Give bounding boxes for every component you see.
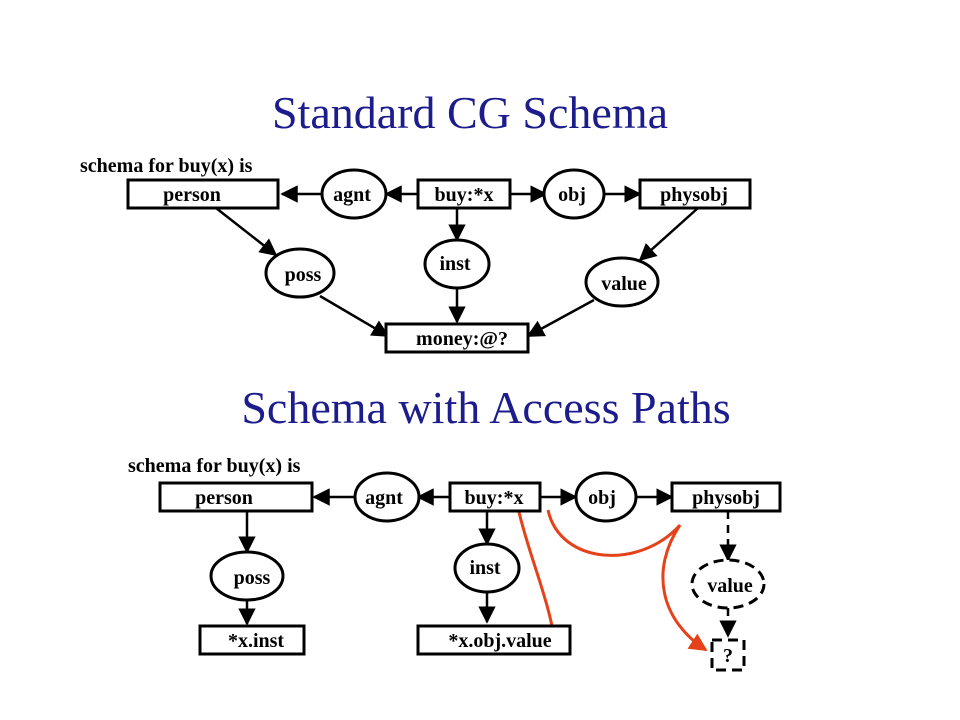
svg-text:buy:*x: buy:*x (435, 184, 494, 206)
svg-text:*x.obj.value: *x.obj.value (448, 630, 551, 652)
access-path-buy-to-unknown (546, 509, 708, 652)
svg-text:inst: inst (469, 557, 500, 579)
diagram2-title: Schema with Access Paths (241, 382, 730, 433)
concept-person-2: person (158, 481, 314, 513)
svg-text:buy:*x: buy:*x (465, 487, 524, 509)
svg-text:value: value (707, 575, 753, 597)
diagram1-caption: schema for buy(x) is (80, 155, 253, 177)
relation-value-2: value (690, 558, 766, 610)
relation-inst-2: inst (453, 542, 521, 594)
relation-value: value (584, 256, 660, 308)
concept-physobj: physobj (638, 178, 752, 210)
svg-text:person: person (195, 487, 253, 509)
relation-poss-2: poss (209, 550, 285, 602)
concept-buy: buy:*x (416, 178, 512, 210)
concept-person: person (126, 178, 280, 210)
svg-text:money:@?: money:@? (416, 328, 508, 350)
svg-text:poss: poss (285, 264, 322, 286)
concept-xobjvalue: *x.obj.value (416, 624, 572, 656)
concept-buy-2: buy:*x (448, 481, 542, 513)
svg-text:inst: inst (439, 253, 470, 275)
svg-text:*x.inst: *x.inst (228, 630, 284, 652)
relation-obj: obj (542, 168, 606, 220)
svg-text:?: ? (723, 645, 733, 667)
svg-text:poss: poss (234, 567, 271, 589)
svg-text:obj: obj (558, 184, 586, 206)
edge-poss-to-money (319, 294, 390, 338)
svg-text:value: value (601, 273, 647, 295)
relation-obj-2: obj (574, 471, 638, 523)
svg-text:physobj: physobj (692, 487, 760, 509)
concept-money: money:@? (384, 322, 530, 354)
relation-agnt: agnt (320, 168, 388, 220)
diagram1-title: Standard CG Schema (272, 87, 668, 138)
concept-xinst: *x.inst (198, 624, 306, 656)
svg-text:physobj: physobj (660, 184, 728, 206)
relation-agnt-2: agnt (353, 471, 421, 523)
edge-physobj-to-value (638, 207, 699, 262)
edge-value-to-money (526, 298, 595, 338)
concept-unknown: ? (710, 638, 746, 672)
svg-text:agnt: agnt (365, 487, 403, 509)
svg-text:obj: obj (588, 487, 616, 509)
relation-poss: poss (264, 247, 336, 299)
diagram2-caption: schema for buy(x) is (128, 455, 301, 477)
svg-text:person: person (163, 184, 221, 206)
edge-person-to-poss (215, 207, 278, 257)
concept-physobj-2: physobj (670, 481, 782, 513)
relation-inst: inst (423, 238, 491, 290)
svg-text:agnt: agnt (333, 184, 371, 206)
